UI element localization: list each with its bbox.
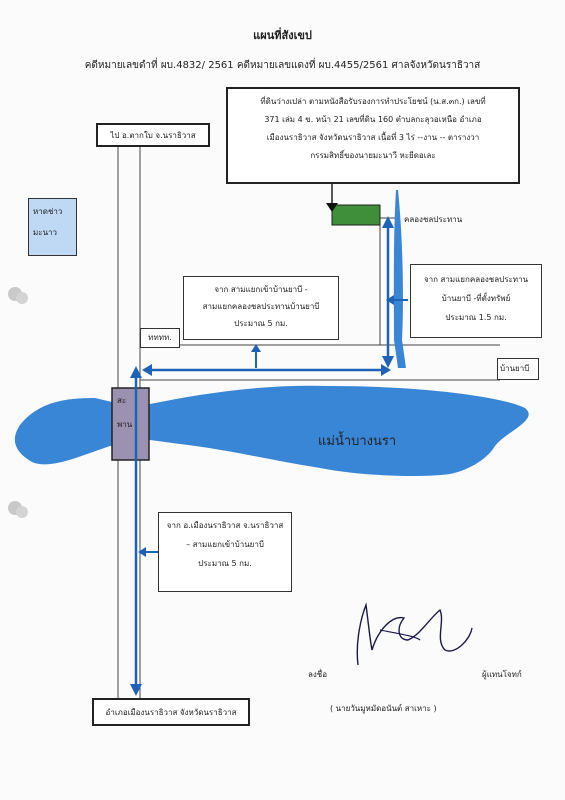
label-arrow-district-head: [138, 547, 146, 557]
route-arrow-yabi-head-east: [381, 364, 391, 376]
irrigation-canal: [393, 190, 406, 368]
canal-label: คลองชลประทาน: [404, 215, 463, 224]
junction-line-2: สามแยกคลองชลประทานบ้านยาบี: [202, 302, 320, 311]
punch-hole-upper-shadow: [16, 292, 28, 304]
route-arrow-canal-head-north: [382, 216, 394, 228]
label-arrow-canal-head: [386, 295, 394, 305]
junction-line-1: จาก สามแยกเข้าบ้านยาบี -: [214, 285, 308, 294]
bang-nara-river: [14, 385, 529, 476]
district-line-3: ประมาณ 5 กม.: [198, 559, 252, 568]
bridge-label-2: พาน: [117, 420, 133, 429]
property-parcel: [331, 204, 381, 226]
river-label: แม่น้ำบางนรา: [318, 434, 397, 449]
punch-hole-lower-shadow: [16, 506, 28, 518]
case-number-line: คดีหมายเลขดำที่ ผบ.4832/ 2561 คดีหมายเลข…: [84, 60, 481, 71]
property-description-box: ที่ดินว่างเปล่า ตามหนังสือรับรองการทำประ…: [226, 87, 520, 184]
bridge: [111, 387, 150, 461]
signature-scribble: [356, 602, 473, 666]
canal-line-2: บ้านยาบี -ที่ตั้งทรัพย์: [441, 294, 511, 303]
signer-name: ( นายวันมูหมัดอนันต์ สาเหาะ ): [330, 704, 437, 713]
junction-distance-box: จาก สามแยกเข้าบ้านยาบี - สามแยกคลองชลประ…: [183, 276, 339, 340]
label-to-tak-bai: ไป อ.ตากใบ จ.นราธิวาส: [96, 123, 210, 147]
canal-distance-box: จาก สามแยกคลองชลประทาน บ้านยาบี -ที่ตั้ง…: [410, 264, 542, 338]
highway-label: ทททท.: [140, 328, 180, 348]
claimant-label: ผู้แทนโจทก์: [482, 670, 522, 679]
route-arrow-canal-head-south: [382, 356, 394, 368]
district-line-2: – สามแยกเข้าบ้านยาบี: [186, 540, 264, 549]
page-title: แผนที่สังเขป: [253, 29, 312, 42]
ban-yabi-label: บ้านยาบี: [497, 358, 539, 380]
property-line-3: เมืองนราธิวาส จังหวัดนราธิวาส เนื้อที่ 3…: [266, 133, 480, 142]
property-line-4: กรรมสิทธิ์ของนายมะนาวี หะยีดอเละ: [310, 151, 436, 160]
beach-label-1: หาดช่าว: [33, 207, 63, 216]
label-arrow-yabi-head: [251, 344, 261, 352]
district-line-1: จาก อ.เมืองนราธิวาส จ.นราธิวาส: [166, 521, 284, 530]
canal-line-3: ประมาณ 1.5 กม.: [445, 313, 507, 322]
route-arrow-main-head-south: [130, 684, 142, 696]
route-arrow-yabi-head-west: [142, 364, 152, 376]
property-line-1: ที่ดินว่างเปล่า ตามหนังสือรับรองการทำประ…: [260, 97, 486, 106]
bridge-label-1: สะ: [117, 396, 127, 405]
district-distance-box: จาก อ.เมืองนราธิวาส จ.นราธิวาส – สามแยกเ…: [158, 512, 292, 592]
property-pointer-arrowhead: [326, 203, 338, 212]
junction-line-3: ประมาณ 5 กม.: [234, 319, 288, 328]
beach-label-2: มะนาว: [33, 228, 58, 237]
canal-line-1: จาก สามแยกคลองชลประทาน: [423, 275, 529, 284]
signature-stroke: [379, 629, 421, 641]
property-line-2: 371 เล่ม 4 ข. หน้า 21 เลขที่ดิน 160 ตำบล…: [264, 115, 482, 124]
route-arrow-main-head-north: [130, 366, 142, 378]
district-office-label: อำเภอเมืองนราธิวาส จังหวัดนราธิวาส: [92, 698, 250, 726]
beach-box: หาดช่าว มะนาว: [28, 198, 77, 256]
sign-label: ลงชื่อ: [308, 670, 328, 679]
